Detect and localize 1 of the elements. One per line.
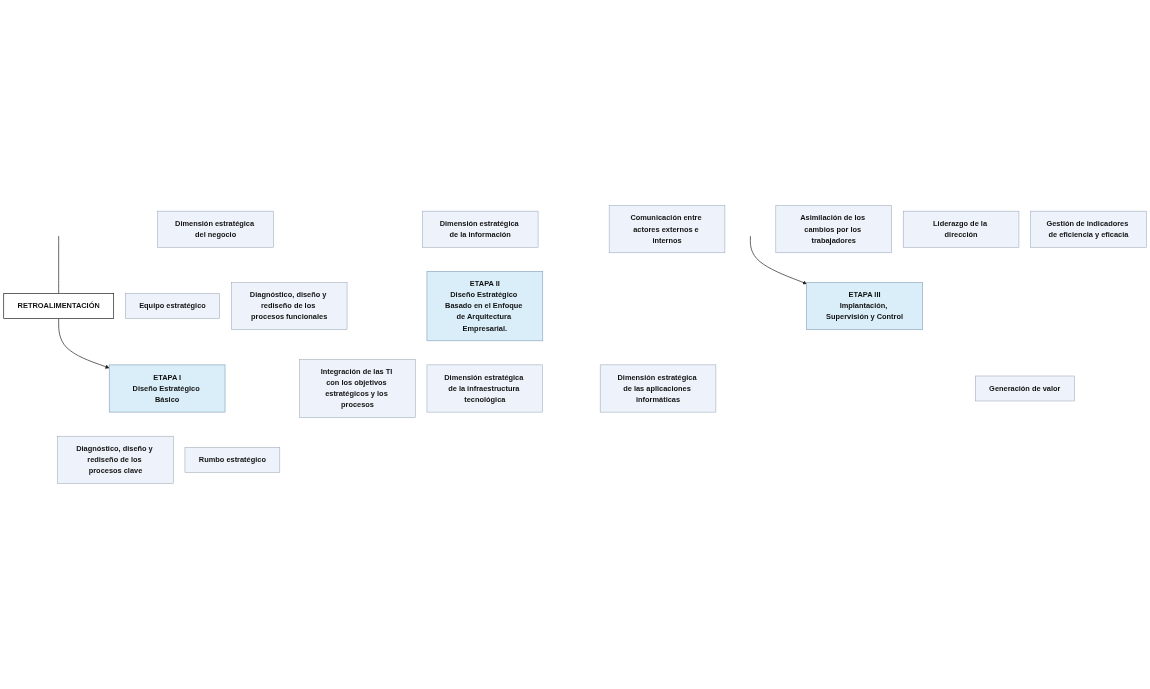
connector xyxy=(58,235,60,294)
